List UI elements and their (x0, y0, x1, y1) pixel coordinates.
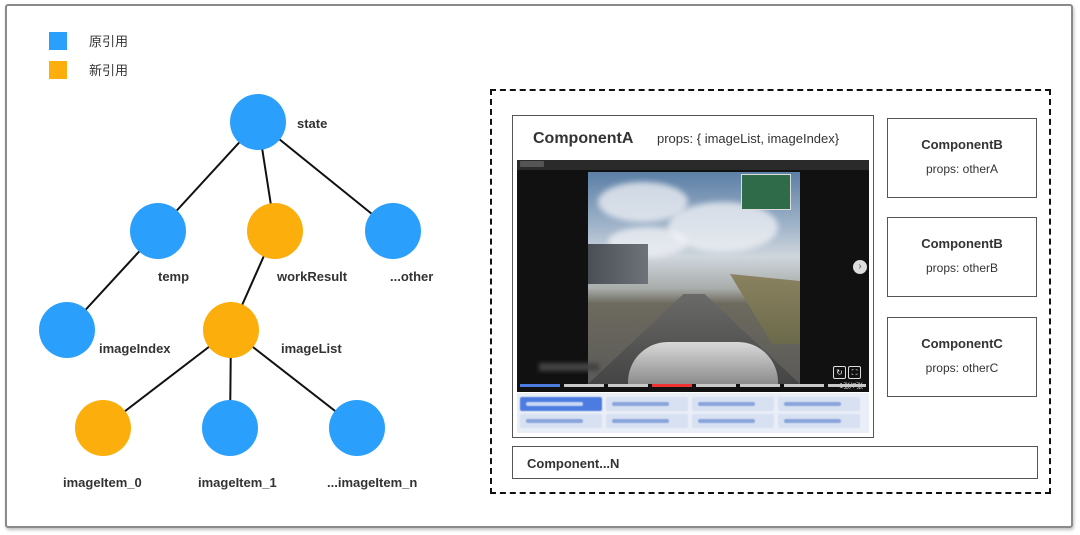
label-other: ...other (390, 269, 434, 284)
node-imagelist (203, 302, 259, 358)
thumbnail-item[interactable] (520, 397, 602, 411)
thumbnail-item[interactable] (606, 414, 688, 428)
thumbnail-item[interactable] (778, 414, 860, 428)
image-viewer: › ↻ ⛶ 1张/7张 (517, 160, 869, 392)
label-state: state (297, 116, 328, 131)
legend-swatch-original (49, 31, 67, 50)
component-b1-props: props: otherA (925, 162, 999, 176)
legend-swatch-new (49, 60, 67, 79)
label-imageindex: imageIndex (99, 341, 171, 356)
component-b2-props: props: otherB (925, 261, 999, 275)
component-a-title: ComponentA (533, 130, 634, 147)
component-n-title: Component...N (527, 456, 620, 471)
node-imageitem-1 (202, 400, 258, 456)
legend-label-original: 原引用 (89, 34, 129, 49)
thumbnail-item[interactable] (778, 397, 860, 411)
label-temp: temp (158, 269, 190, 284)
component-b2-title: ComponentB (921, 236, 1003, 251)
legend-item-original: 原引用 (49, 31, 128, 50)
legend-label-new: 新引用 (89, 63, 129, 78)
thumbnail-list (517, 393, 869, 433)
component-a-props: props: { imageList, imageIndex} (657, 131, 840, 146)
component-c-title: ComponentC (921, 336, 1003, 351)
diagram-frame (5, 4, 1073, 528)
component-b1-title: ComponentB (921, 137, 1003, 152)
fullscreen-icon[interactable]: ⛶ (848, 366, 861, 379)
thumbnail-item[interactable] (520, 414, 602, 428)
component-b-box-1: ComponentB props: otherA (887, 118, 1037, 198)
legend-item-new: 新引用 (49, 60, 128, 79)
label-imageitem-1: imageItem_1 (198, 475, 277, 490)
node-temp (130, 203, 186, 259)
node-state (230, 94, 286, 150)
node-imageitem-n (329, 400, 385, 456)
node-other (365, 203, 421, 259)
rotate-icon[interactable]: ↻ (833, 366, 846, 379)
components-container (490, 89, 1051, 494)
car-hood (628, 342, 778, 384)
label-workresult: workResult (277, 269, 348, 284)
thumbnail-item[interactable] (692, 397, 774, 411)
component-c-props: props: otherC (925, 361, 999, 375)
label-imagelist: imageList (281, 341, 342, 356)
viewer-topbar (517, 160, 869, 170)
label-imageitem-n: ...imageItem_n (327, 475, 418, 490)
thumbnail-item[interactable] (692, 414, 774, 428)
thumbnail-item[interactable] (606, 397, 688, 411)
component-a-box: ComponentA props: { imageList, imageInde… (512, 115, 874, 438)
component-c-box: ComponentC props: otherC (887, 317, 1037, 397)
label-imageitem-0: imageItem_0 (63, 475, 142, 490)
node-imageitem-0 (75, 400, 131, 456)
node-workresult (247, 203, 303, 259)
image-progress-bar (517, 384, 869, 390)
street-photo (588, 172, 800, 384)
chevron-right-icon[interactable]: › (853, 260, 867, 274)
road-sign (741, 174, 791, 210)
component-b-box-2: ComponentB props: otherB (887, 217, 1037, 297)
component-n-box: Component...N (512, 446, 1038, 479)
node-imageindex (39, 302, 95, 358)
